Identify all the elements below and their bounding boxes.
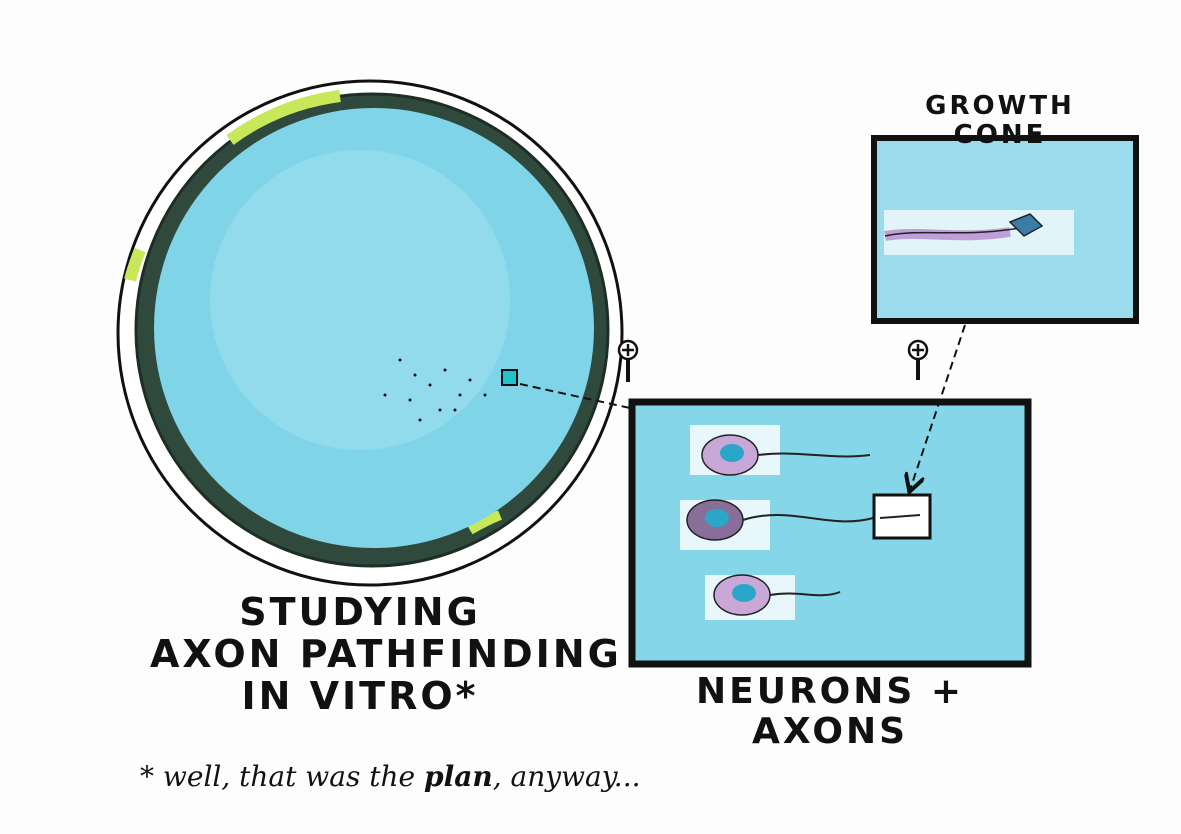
magnifier-icon xyxy=(617,339,639,382)
neuron-cell xyxy=(701,434,871,476)
title-line: IN VITRO* xyxy=(241,673,479,718)
petri-dish xyxy=(116,79,624,587)
cell-dots xyxy=(383,358,487,422)
zoom-region-marker xyxy=(501,369,518,386)
magnifier-icon xyxy=(907,339,929,380)
footnote-text: * well, that was the xyxy=(140,760,416,793)
dashed-connector xyxy=(519,383,631,409)
dashed-arrow xyxy=(910,324,966,490)
neurons-panel xyxy=(628,398,1032,668)
page-title: STUDYING AXON PATHFINDING IN VITRO* xyxy=(150,590,622,718)
label-line: GROWTH xyxy=(925,91,1075,121)
neuron-cell xyxy=(713,574,841,616)
footnote-emphasis: plan xyxy=(423,760,493,793)
growth-cone-marker xyxy=(872,493,932,540)
label-line: AXONS xyxy=(752,710,908,752)
title-line: STUDYING xyxy=(239,590,481,634)
footnote: * well, that was the plan, anyway... xyxy=(140,760,641,793)
neuron-cell xyxy=(686,499,874,541)
footnote-text: , anyway... xyxy=(492,760,641,793)
title-line: AXON PATHFINDING xyxy=(150,631,622,676)
growth-cone-panel xyxy=(871,135,1139,324)
growth-cone-label: GROWTH CONE xyxy=(900,92,1100,149)
label-line: NEURONS + xyxy=(695,671,965,712)
neurons-label: NEURONS + AXONS xyxy=(690,672,970,751)
label-line: CONE xyxy=(953,119,1047,150)
